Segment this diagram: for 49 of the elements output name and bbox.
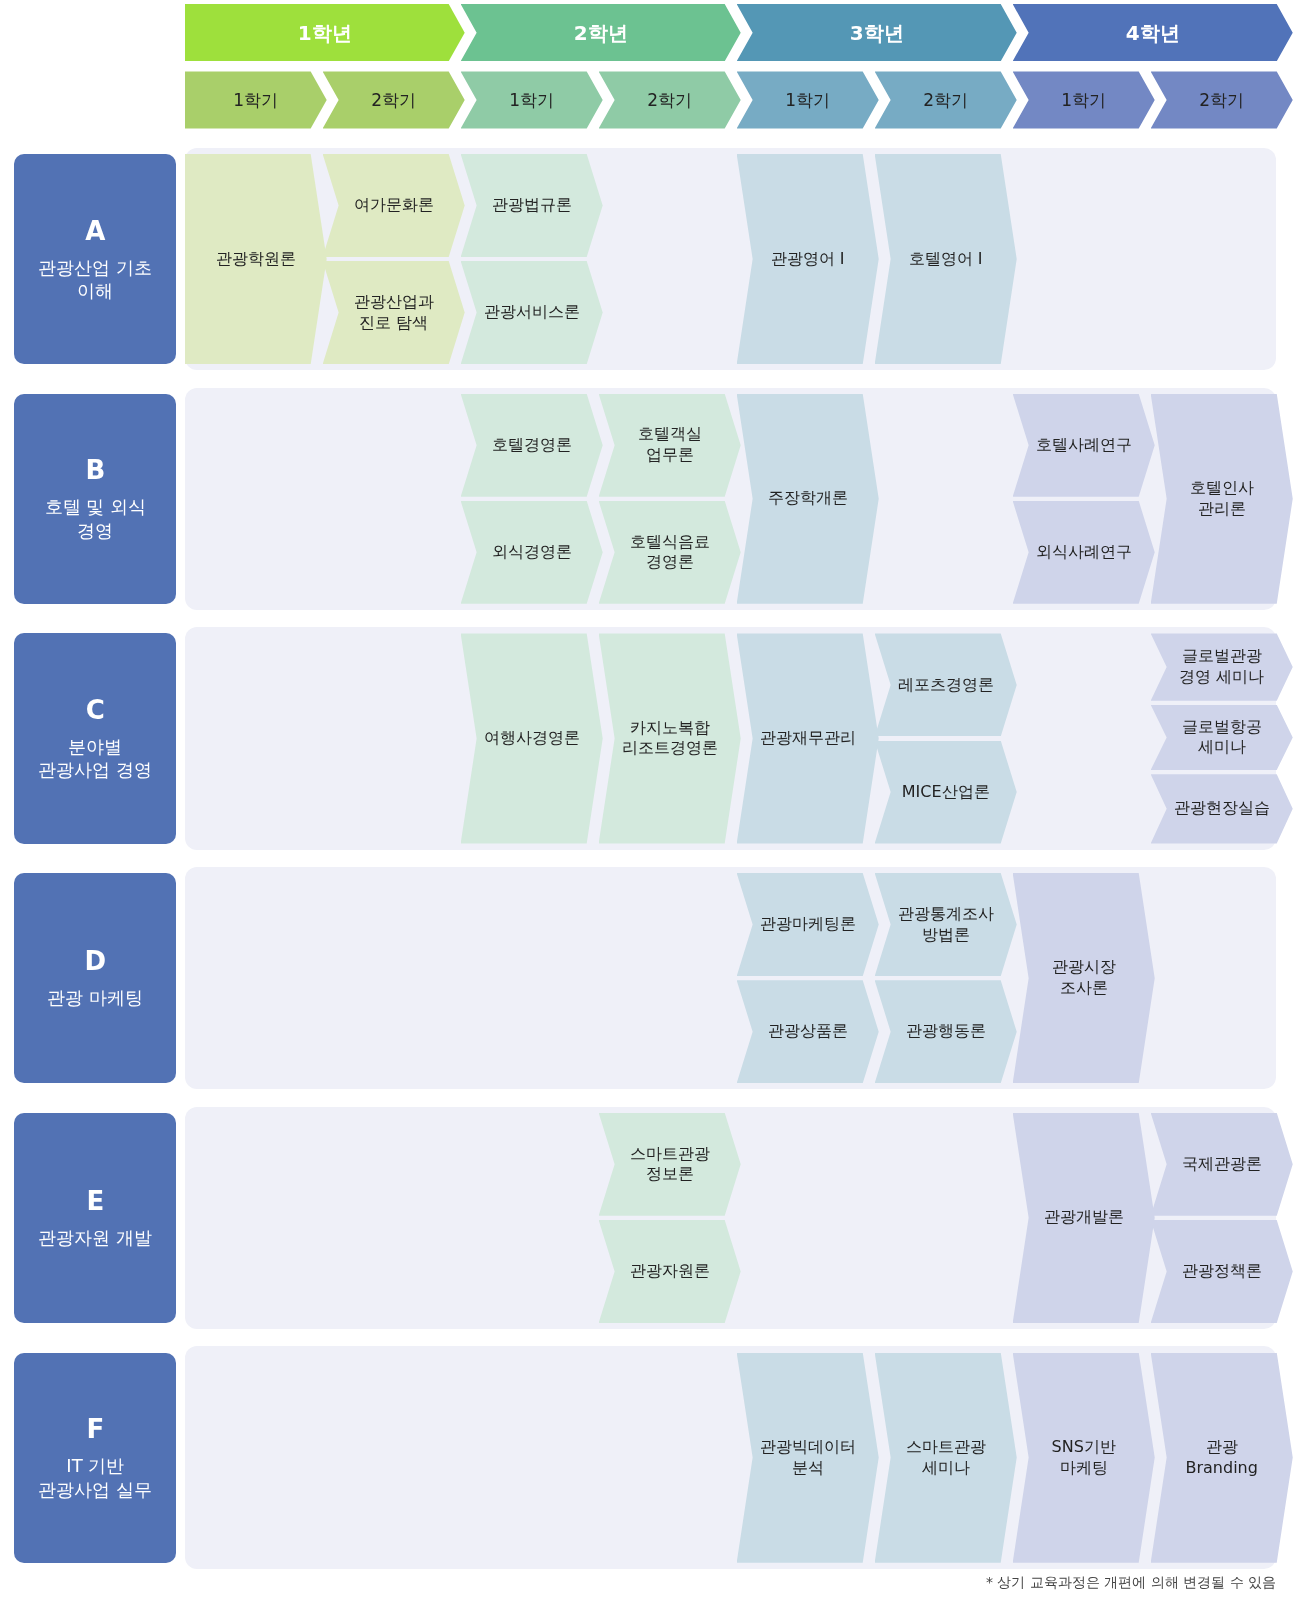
track-title: 호텔 및 외식 경영 — [43, 495, 148, 543]
course-tile: 호텔인사 관리론 — [1150, 393, 1293, 604]
course-tile: 관광재무관리 — [736, 633, 879, 844]
course-tile: 관광산업과 진로 탐색 — [322, 261, 465, 365]
semester-header: 1학기 — [460, 71, 603, 129]
semester-header: 2학기 — [1150, 71, 1293, 129]
course-tile: 여가문화론 — [322, 154, 465, 258]
course-tile: 관광학원론 — [184, 154, 327, 365]
semester-header: 1학기 — [736, 71, 879, 129]
track-title: IT 기반 관광사업 실무 — [37, 1454, 154, 1501]
year-header: 2학년 — [460, 4, 741, 62]
track-box — [14, 1112, 177, 1323]
track-box — [14, 393, 177, 604]
track-title: 관광자원 개발 — [37, 1226, 154, 1250]
year-header: 1학년 — [184, 4, 465, 62]
course-tile: 호텔영어 I — [874, 154, 1017, 365]
track-letter: D — [84, 946, 107, 977]
track-letter: A — [85, 215, 106, 246]
track-box — [14, 154, 177, 365]
track-box — [14, 873, 177, 1084]
course-tile: 관광법규론 — [460, 154, 603, 258]
course-tile: 글로벌관광 경영 세미나 — [1150, 633, 1293, 701]
year-header: 4학년 — [1012, 4, 1293, 62]
track-letter: E — [86, 1186, 105, 1217]
course-tile: 관광행동론 — [874, 980, 1017, 1084]
track-title: 관광산업 기초 이해 — [37, 255, 154, 303]
semester-header: 1학기 — [184, 71, 327, 129]
course-tile: 국제관광론 — [1150, 1112, 1293, 1216]
track-box — [14, 633, 177, 844]
year-header: 3학년 — [736, 4, 1017, 62]
course-tile: 관광서비스론 — [460, 261, 603, 365]
course-tile: 관광시장 조사론 — [1012, 873, 1155, 1084]
semester-header: 2학기 — [322, 71, 465, 129]
semester-header: 2학기 — [874, 71, 1017, 129]
track-letter: B — [85, 455, 106, 486]
semester-header: 1학기 — [1012, 71, 1155, 129]
course-tile: 관광 Branding — [1150, 1352, 1293, 1563]
track-letter: C — [85, 695, 105, 726]
course-tile: 글로벌항공 세미나 — [1150, 704, 1293, 771]
course-tile: 카지노복합 리조트경영론 — [598, 633, 741, 844]
track-box — [14, 1352, 177, 1563]
course-tile: 관광통계조사 방법론 — [874, 873, 1017, 977]
course-tile: 관광현장실습 — [1150, 774, 1293, 844]
footnote: * 상기 교육과정은 개편에 의해 변경될 수 있음 — [985, 1573, 1277, 1592]
track-letter: F — [86, 1414, 105, 1445]
semester-header: 2학기 — [598, 71, 741, 129]
track-title: 관광 마케팅 — [46, 986, 145, 1010]
track-title: 분야별 관광사업 경영 — [37, 735, 154, 782]
course-tile: 관광정책론 — [1150, 1219, 1293, 1323]
